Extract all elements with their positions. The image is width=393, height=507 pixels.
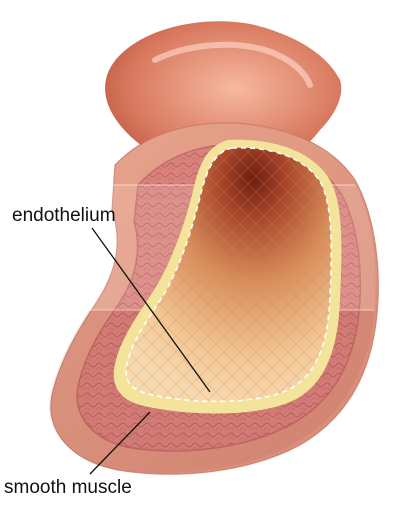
smooth-muscle-label: smooth muscle — [4, 478, 132, 497]
endothelium-label: endothelium — [12, 206, 116, 225]
